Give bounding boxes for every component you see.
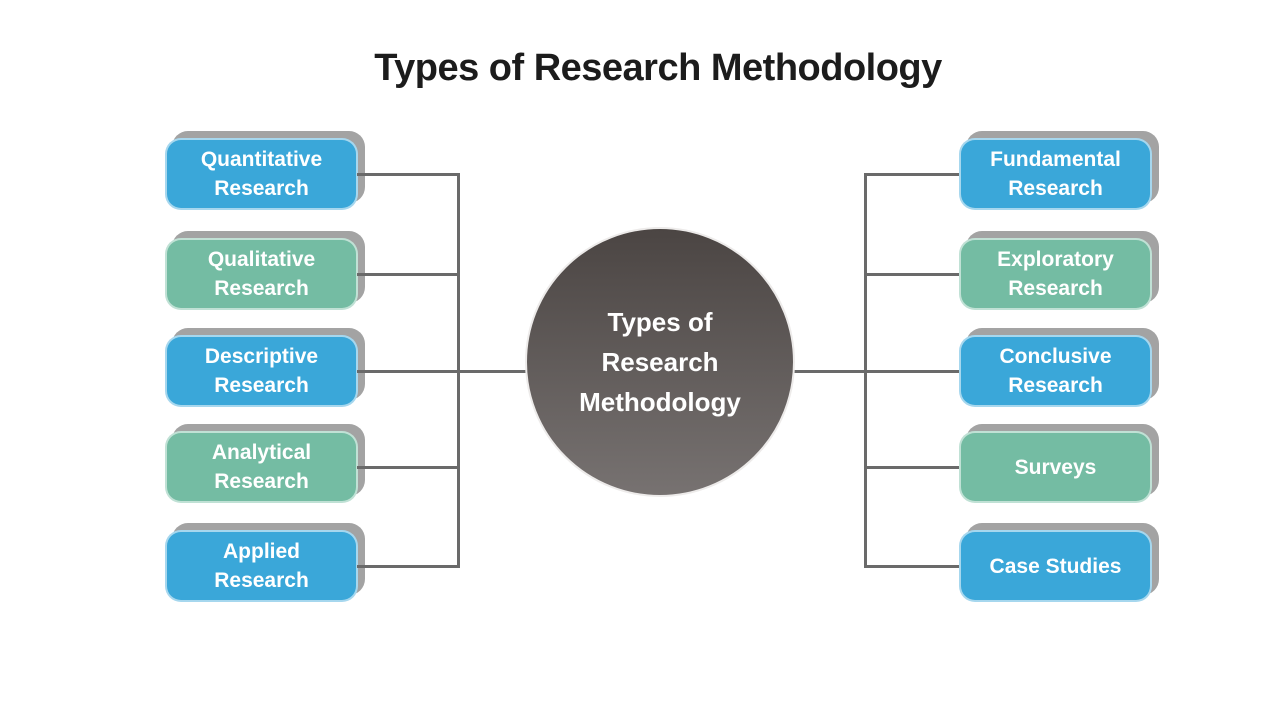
connector-right-stub-4	[864, 466, 959, 469]
diagram-title: Types of Research Methodology	[374, 47, 942, 90]
connector-left-stub-2	[357, 273, 459, 276]
node-label: Case Studies	[989, 554, 1122, 578]
node-conclusive-research: Conclusive Research	[959, 335, 1152, 407]
connector-left-stub-3	[357, 370, 459, 373]
node-label: Fundamental Research	[990, 148, 1121, 200]
node-quantitative-research: Quantitative Research	[165, 138, 358, 210]
node-label: Exploratory Research	[997, 248, 1114, 300]
center-node-label-line2: Research	[601, 347, 719, 377]
node-label: Qualitative Research	[207, 248, 316, 300]
node-case-studies: Case Studies	[959, 530, 1152, 602]
connector-left-to-center	[457, 370, 529, 373]
node-descriptive-research: Descriptive Research	[165, 335, 358, 407]
node-label: Surveys	[1014, 455, 1097, 479]
node-label: Analytical Research	[211, 441, 312, 493]
connector-center-to-right	[793, 370, 867, 373]
node-label: Descriptive Research	[204, 345, 319, 397]
connector-right-stub-3	[864, 370, 959, 373]
connector-left-stub-4	[357, 466, 459, 469]
node-label: Applied Research	[214, 540, 309, 592]
connector-right-stub-2	[864, 273, 959, 276]
node-label: Quantitative Research	[200, 148, 323, 200]
connector-right-stub-1	[864, 173, 959, 176]
node-analytical-research: Analytical Research	[165, 431, 358, 503]
node-qualitative-research: Qualitative Research	[165, 238, 358, 310]
node-label: Conclusive Research	[999, 345, 1112, 397]
connector-right-stub-5	[864, 565, 959, 568]
center-node: Types of Research Methodology	[525, 227, 795, 497]
connector-left-stub-1	[357, 173, 459, 176]
node-exploratory-research: Exploratory Research	[959, 238, 1152, 310]
node-fundamental-research: Fundamental Research	[959, 138, 1152, 210]
node-surveys: Surveys	[959, 431, 1152, 503]
node-applied-research: Applied Research	[165, 530, 358, 602]
connector-left-stub-5	[357, 565, 459, 568]
center-node-label-line3: Methodology	[579, 387, 741, 417]
center-node-label-line1: Types of	[607, 307, 713, 337]
